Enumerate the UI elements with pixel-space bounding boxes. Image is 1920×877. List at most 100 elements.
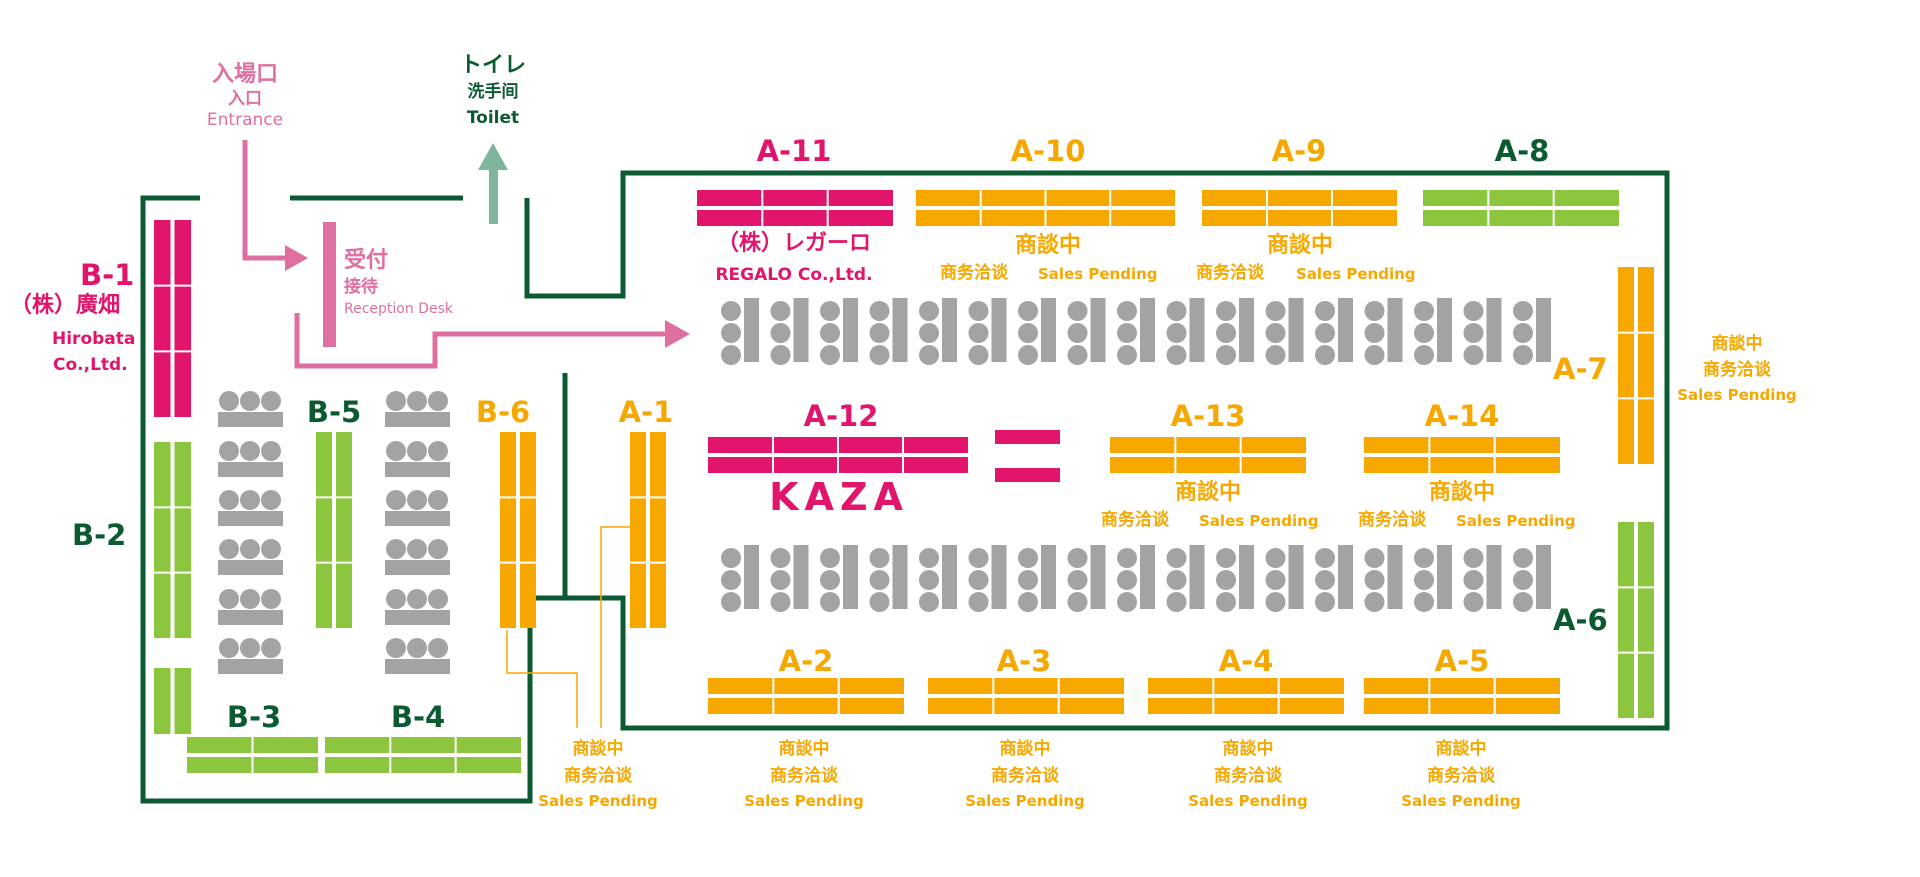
table bbox=[1437, 298, 1452, 362]
chair bbox=[1513, 570, 1533, 590]
table bbox=[1387, 545, 1403, 609]
chair bbox=[1463, 548, 1484, 568]
chair bbox=[770, 301, 791, 321]
leader-lines bbox=[506, 526, 640, 728]
booth-b-2[interactable] bbox=[154, 442, 191, 638]
table bbox=[1288, 545, 1304, 609]
table bbox=[1090, 298, 1106, 362]
chair bbox=[919, 323, 939, 343]
chair bbox=[770, 570, 791, 590]
table bbox=[1288, 298, 1304, 362]
chair bbox=[1067, 345, 1088, 365]
booth-b-2[interactable] bbox=[154, 668, 191, 734]
table bbox=[218, 560, 283, 575]
seating-area bbox=[218, 298, 1551, 674]
table bbox=[1239, 545, 1254, 609]
chair bbox=[968, 548, 989, 568]
chair bbox=[721, 592, 741, 612]
booth-a-3[interactable] bbox=[928, 678, 1124, 714]
booth-a-2[interactable] bbox=[708, 678, 904, 714]
chair bbox=[1364, 345, 1385, 365]
chair bbox=[407, 441, 427, 461]
chair bbox=[386, 638, 406, 658]
booth-a-9[interactable] bbox=[1202, 190, 1397, 226]
booth-b-1[interactable] bbox=[154, 220, 191, 417]
chair bbox=[407, 638, 427, 658]
booth-label-b4: B-4 bbox=[390, 700, 446, 734]
booth-strip bbox=[697, 210, 893, 226]
booth-label-a14: A-14 bbox=[1424, 399, 1500, 433]
chair bbox=[1513, 592, 1533, 612]
booth-b-3[interactable] bbox=[187, 737, 318, 773]
chair bbox=[1216, 301, 1236, 321]
a3-pending-en: Sales Pending bbox=[965, 792, 1085, 810]
booth-strip bbox=[174, 442, 191, 638]
booth-a-1[interactable] bbox=[630, 432, 666, 628]
chair bbox=[407, 391, 427, 411]
toilet-label-en: Toilet bbox=[466, 108, 520, 128]
chair bbox=[1414, 548, 1434, 568]
a4-pending-cn: 商务洽谈 bbox=[1214, 766, 1282, 786]
booth-label-a5: A-5 bbox=[1434, 644, 1490, 678]
chair bbox=[1364, 548, 1385, 568]
booth-label-a6: A-6 bbox=[1553, 603, 1608, 637]
booth-b-4[interactable] bbox=[325, 737, 521, 773]
chair bbox=[1018, 345, 1038, 365]
a4-pending-jp: 商談中 bbox=[1222, 739, 1274, 759]
chair bbox=[1117, 592, 1137, 612]
chair bbox=[1018, 592, 1038, 612]
chair bbox=[1216, 592, 1236, 612]
a10-pending-cn: 商务洽谈 bbox=[940, 263, 1008, 283]
booth-strip bbox=[1423, 210, 1619, 226]
a7-pending-cn: 商务洽谈 bbox=[1703, 360, 1771, 380]
chair bbox=[1067, 323, 1088, 343]
chair bbox=[261, 490, 281, 510]
a13-pending-en: Sales Pending bbox=[1199, 512, 1319, 530]
chair bbox=[1463, 570, 1484, 590]
table bbox=[1486, 545, 1502, 609]
chair bbox=[721, 323, 741, 343]
chair bbox=[1315, 323, 1335, 343]
booth-a-14[interactable] bbox=[1364, 437, 1560, 473]
chair bbox=[1166, 323, 1187, 343]
chair bbox=[1018, 570, 1038, 590]
table bbox=[385, 659, 450, 674]
booth-strip bbox=[1638, 267, 1654, 464]
booth-b-6[interactable] bbox=[500, 432, 536, 628]
booth-a-10[interactable] bbox=[916, 190, 1175, 226]
booth-a-4[interactable] bbox=[1148, 678, 1344, 714]
booth-a-6[interactable] bbox=[1618, 522, 1654, 718]
entrance-arrow-head bbox=[285, 245, 308, 271]
table bbox=[1239, 298, 1254, 362]
b1-exhibitor-en1: Hirobata bbox=[52, 329, 136, 349]
chair bbox=[1067, 592, 1088, 612]
booth-a-13[interactable] bbox=[1110, 437, 1306, 473]
chair bbox=[1216, 570, 1236, 590]
a7-pending-jp: 商談中 bbox=[1711, 334, 1763, 354]
booth-a-8[interactable] bbox=[1423, 190, 1619, 226]
booth-a-12[interactable] bbox=[708, 437, 968, 473]
booth-strip bbox=[1202, 210, 1397, 226]
chair bbox=[1265, 301, 1286, 321]
a2-pending-cn: 商务洽谈 bbox=[770, 766, 838, 786]
booth-b-5[interactable] bbox=[316, 432, 352, 628]
chair bbox=[219, 539, 239, 559]
chair bbox=[721, 301, 741, 321]
booth-strip bbox=[1364, 678, 1560, 694]
chair bbox=[1463, 345, 1484, 365]
booth-a-5[interactable] bbox=[1364, 678, 1560, 714]
chair bbox=[919, 592, 939, 612]
a11-exhibitor-en: REGALO Co.,Ltd. bbox=[715, 265, 873, 285]
chair bbox=[386, 391, 406, 411]
booth-a-11[interactable] bbox=[697, 190, 893, 226]
chair bbox=[1315, 570, 1335, 590]
table bbox=[942, 545, 957, 609]
chair bbox=[1166, 548, 1187, 568]
chair bbox=[1364, 323, 1385, 343]
table bbox=[991, 545, 1007, 609]
chair bbox=[1117, 570, 1137, 590]
chair bbox=[386, 589, 406, 609]
table bbox=[218, 659, 283, 674]
booth-strip bbox=[1110, 437, 1306, 453]
booth-a-7[interactable] bbox=[1618, 267, 1654, 464]
